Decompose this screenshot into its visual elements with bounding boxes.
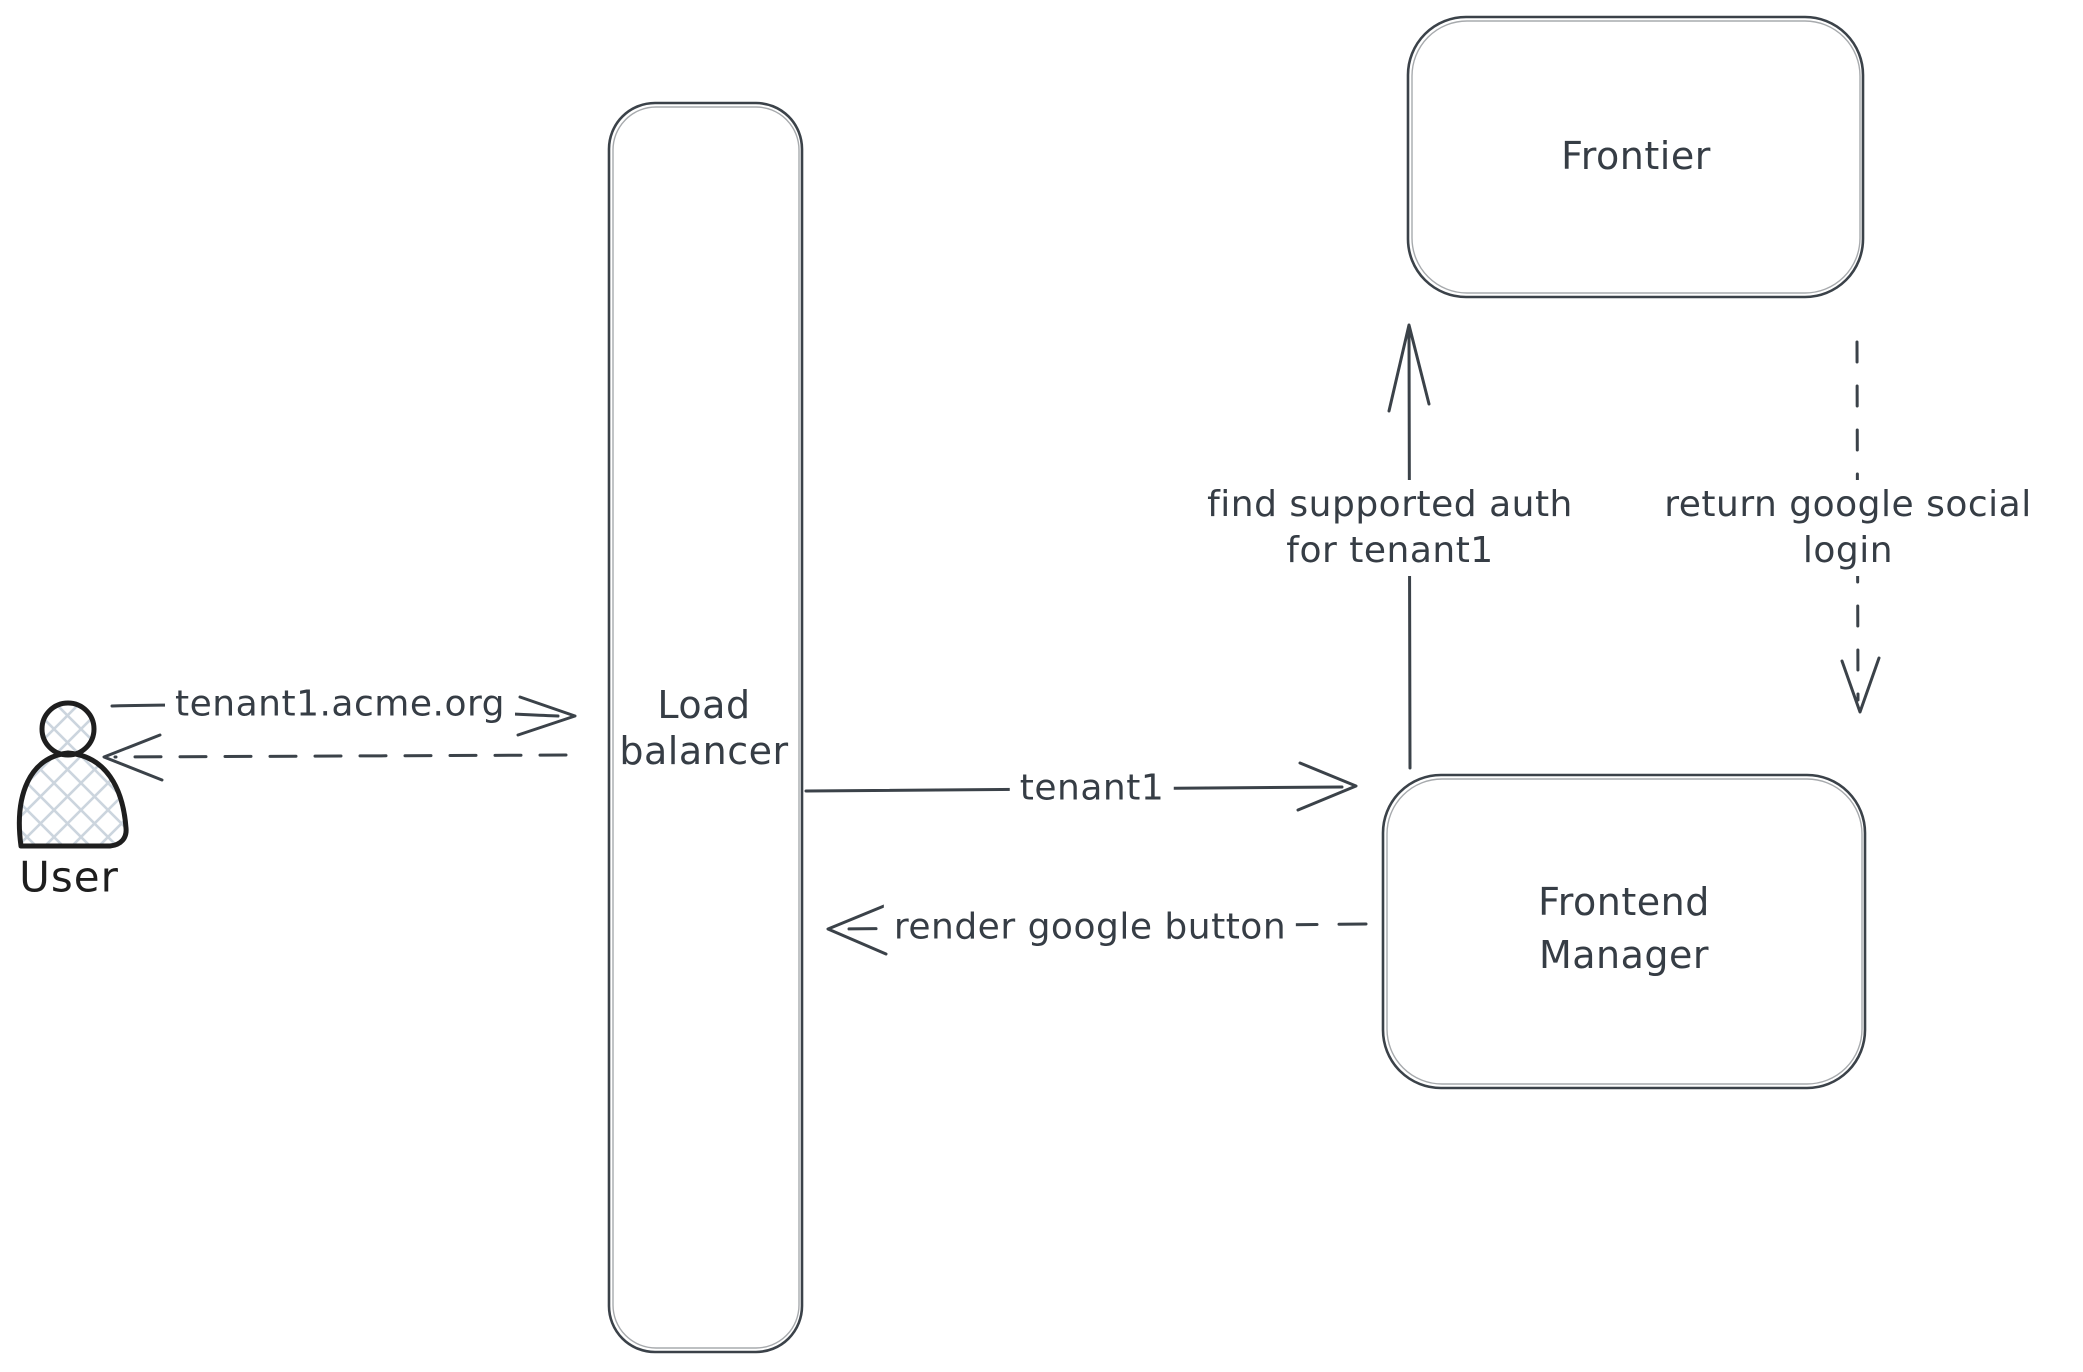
frontend-manager-label-line2: Manager bbox=[1538, 933, 1710, 977]
frontend-manager-label: Frontend Manager bbox=[1538, 876, 1710, 982]
edge-label-find-supported-auth-line2: for tenant1 bbox=[1286, 530, 1494, 571]
edge-label-render-google-button: render google button bbox=[883, 904, 1297, 950]
edge-label-tenant1: tenant1 bbox=[1009, 765, 1175, 811]
edge-label-tenant1-acme-org: tenant1.acme.org bbox=[165, 681, 515, 727]
user-label: User bbox=[19, 852, 119, 902]
user-icon bbox=[16, 700, 129, 849]
edge-label-return-google-social-login-line2: login bbox=[1802, 530, 1894, 571]
frontend-manager-box bbox=[1381, 773, 1867, 1090]
edge-label-return-google-social-login: return google social login bbox=[1654, 480, 2042, 576]
edge-label-return-google-social-login-line1: return google social bbox=[1664, 484, 2032, 525]
load-balancer-label: Load balancer bbox=[619, 682, 788, 774]
diagram-arrows bbox=[102, 323, 1881, 956]
load-balancer-label-line2: balancer bbox=[619, 729, 789, 773]
edge-label-find-supported-auth: find supported auth for tenant1 bbox=[1197, 480, 1583, 576]
load-balancer-label-line1: Load bbox=[657, 683, 751, 727]
load-balancer-box bbox=[607, 101, 804, 1354]
frontier-box bbox=[1406, 15, 1865, 299]
frontier-label: Frontier bbox=[1561, 134, 1711, 178]
arrow-load-balancer-to-user bbox=[102, 733, 568, 782]
edge-label-find-supported-auth-line1: find supported auth bbox=[1207, 484, 1573, 525]
frontend-manager-label-line1: Frontend bbox=[1538, 880, 1710, 924]
